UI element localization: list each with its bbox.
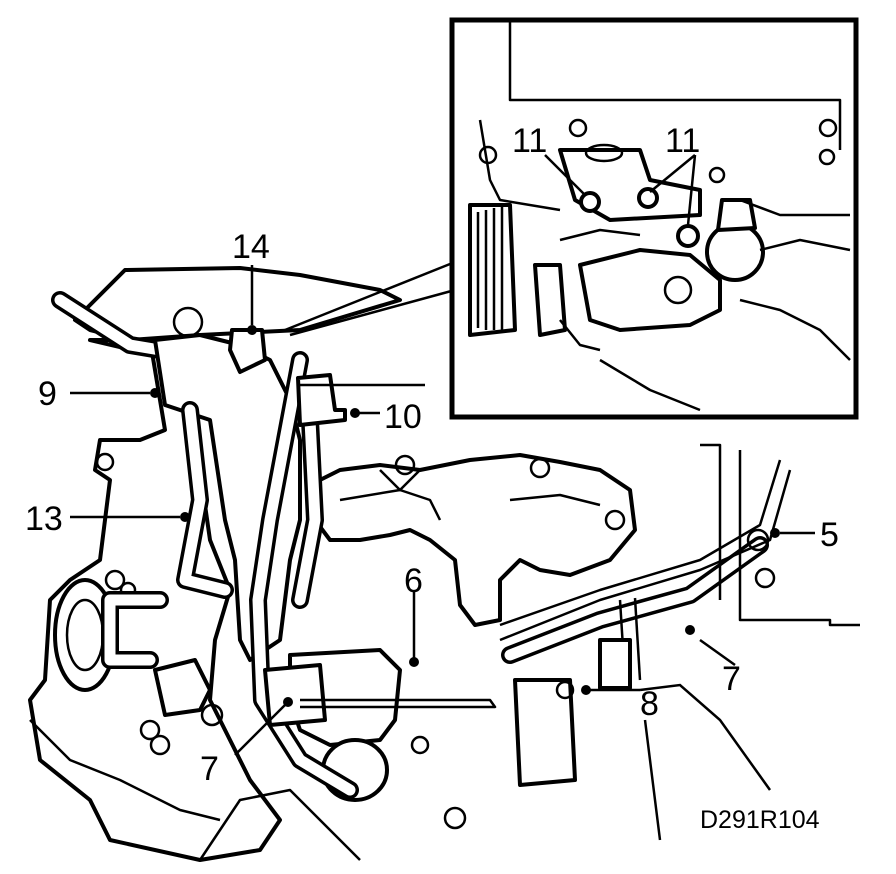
detail-inset <box>284 17 859 420</box>
part-labels: 14 9 10 13 5 6 7 8 7 11 11 D291R104 <box>25 122 839 834</box>
label-13: 13 <box>25 500 63 538</box>
exhaust-manifold <box>313 453 637 627</box>
label-14: 14 <box>232 228 270 266</box>
turbocharger <box>288 648 577 830</box>
engine-block <box>28 266 402 862</box>
label-7-left: 7 <box>200 750 219 788</box>
label-11-left: 11 <box>512 122 547 160</box>
label-7-right: 7 <box>722 660 741 698</box>
callouts <box>70 265 815 841</box>
label-6: 6 <box>404 562 423 600</box>
fuel-pipes <box>499 443 860 690</box>
label-8: 8 <box>640 685 659 723</box>
label-9: 9 <box>38 375 57 413</box>
figure-reference: D291R104 <box>700 806 820 834</box>
label-10: 10 <box>384 398 422 436</box>
label-5: 5 <box>820 516 839 554</box>
label-11-right: 11 <box>665 122 700 160</box>
